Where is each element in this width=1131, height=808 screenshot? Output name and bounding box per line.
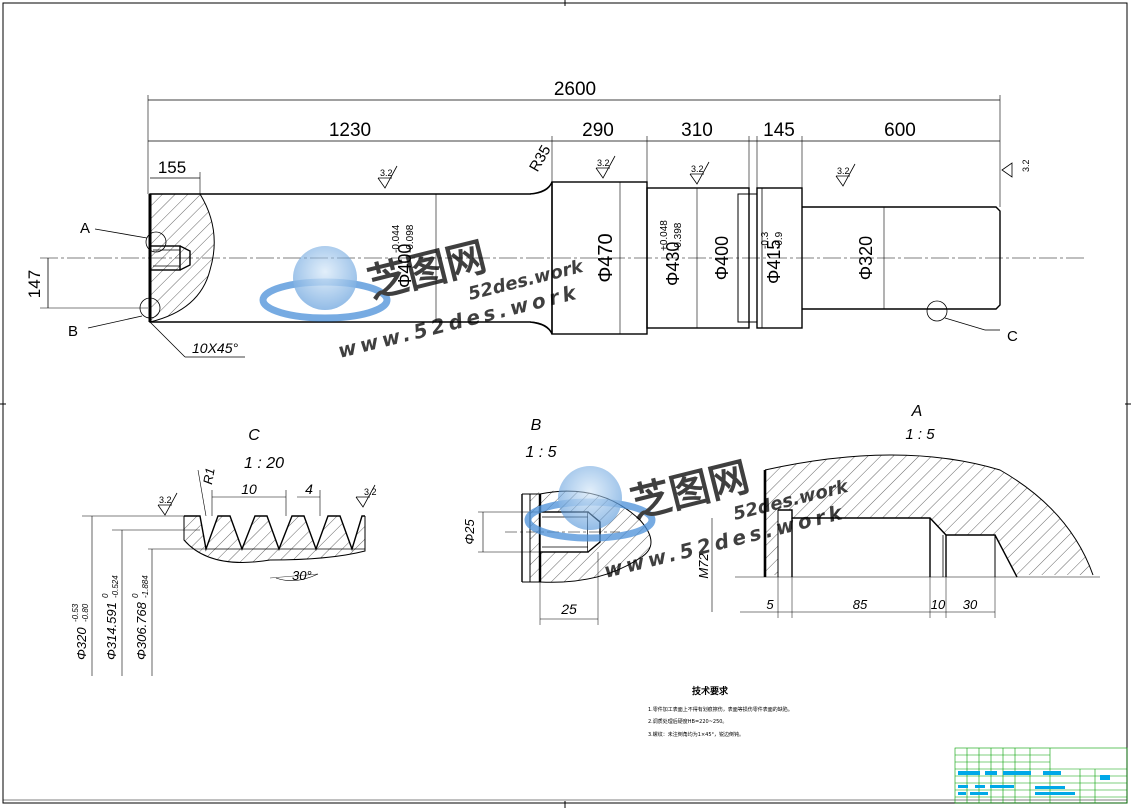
technical-notes: 技术要求 1.零件加工表面上不得有划痕擦伤，表面等损伤零件表面的缺陷。 2.调质… <box>648 685 793 738</box>
chamfer-label: 10X45° <box>192 340 238 356</box>
view-b-marker: B <box>68 323 78 340</box>
view-a-marker: A <box>80 220 90 237</box>
diameter-430-tol-lower: -0.398 <box>673 222 684 251</box>
roughness-label-2: 3.2 <box>597 158 610 168</box>
notes-line-1: 1.零件加工表面上不得有划痕擦伤，表面等损伤零件表面的缺陷。 <box>648 706 793 713</box>
segment-290-label: 290 <box>582 120 614 141</box>
detail-a-dim-10: 10 <box>931 597 946 612</box>
detail-c-d320-tol-lower: -0.80 <box>81 603 90 622</box>
detail-b-scale: 1 : 5 <box>525 444 556 461</box>
main-dimension-labels: 2600 1230 290 310 145 600 155 R35 147 10… <box>25 79 1031 356</box>
diameter-470: Φ470 <box>595 233 617 282</box>
detail-c-scale: 1 : 20 <box>244 455 284 472</box>
roughness-label-1: 3.2 <box>380 168 393 178</box>
detail-c-view <box>82 469 376 676</box>
segment-1230-label: 1230 <box>329 120 371 141</box>
diameter-400-main: Φ400 <box>395 244 415 288</box>
detail-b-title: B <box>531 417 542 434</box>
detail-c-roughness-2: 3.2 <box>364 487 377 497</box>
detail-a-dim-5: 5 <box>766 597 774 612</box>
diameter-320: Φ320 <box>856 236 876 280</box>
diameter-400-tol-upper: -0.044 <box>391 224 402 253</box>
detail-c-pitch: 10 <box>241 481 257 497</box>
detail-c-d320-tol-upper: -0.53 <box>71 603 80 622</box>
diameter-415-tol-lower: -0.9 <box>774 231 785 249</box>
segment-310-label: 310 <box>681 120 713 141</box>
detail-a-view <box>711 454 1100 618</box>
end-offset-label: 147 <box>25 270 44 298</box>
diameter-430: Φ430 <box>663 242 683 286</box>
detail-a-dim-30: 30 <box>963 597 978 612</box>
detail-a-thread: M72 <box>696 553 711 579</box>
bore-depth-label: 155 <box>158 158 186 177</box>
roughness-label-3: 3.2 <box>691 164 704 174</box>
notes-line-3: 3.螺纹：未注倒角均为1×45°，锐边倒钝。 <box>648 731 744 738</box>
watermark-1: 芝图网 52des.work www.52des.work <box>259 234 586 363</box>
detail-a-dim-85: 85 <box>853 597 868 612</box>
overall-length-label: 2600 <box>554 79 596 100</box>
notes-line-2: 2.调质处理后硬度HB=220~250。 <box>648 718 727 725</box>
detail-c-labels: C 1 : 20 R1 10 4 30° 3.2 3.2 Φ320 -0.53 … <box>71 427 377 660</box>
detail-c-d314: Φ314.591 <box>104 602 119 660</box>
detail-b-depth: 25 <box>560 601 577 617</box>
detail-c-width: 4 <box>305 481 313 497</box>
detail-c-title: C <box>248 427 260 444</box>
diameter-400: Φ400 <box>712 236 732 280</box>
segment-145-label: 145 <box>763 120 795 141</box>
detail-c-angle: 30° <box>292 568 312 583</box>
diameter-430-tol-upper: +0.048 <box>659 220 670 251</box>
diameter-415-tol-upper: -0.3 <box>760 231 771 249</box>
diameter-400-tol-lower: -0.098 <box>405 224 416 253</box>
main-shaft-view <box>40 95 1085 358</box>
detail-c-d314-tol-lower: -0.524 <box>111 575 120 598</box>
title-block <box>954 747 1128 804</box>
roughness-label-4: 3.2 <box>837 166 850 176</box>
detail-b-labels: B 1 : 5 Φ25 25 <box>462 417 577 617</box>
detail-a-labels: A 1 : 5 M72 5 85 10 30 <box>696 403 978 612</box>
view-c-marker: C <box>1007 328 1018 345</box>
segment-600-label: 600 <box>884 120 916 141</box>
detail-b-diameter: Φ25 <box>462 519 477 545</box>
radius-label: R35 <box>526 142 554 174</box>
detail-c-d306-tol-lower: -1.884 <box>141 575 150 598</box>
diameter-415: Φ415 <box>764 240 784 284</box>
roughness-side-label: 3.2 <box>1021 159 1031 172</box>
notes-title: 技术要求 <box>692 685 729 697</box>
detail-c-d306-tol-upper: 0 <box>131 593 140 598</box>
detail-c-d314-tol-upper: 0 <box>101 593 110 598</box>
detail-a-title: A <box>911 403 923 420</box>
detail-c-d320: Φ320 <box>74 627 89 660</box>
detail-c-roughness-1: 3.2 <box>159 495 172 505</box>
detail-a-scale: 1 : 5 <box>905 426 935 443</box>
detail-c-radius: R1 <box>200 467 218 486</box>
detail-c-d306: Φ306.768 <box>134 601 149 660</box>
